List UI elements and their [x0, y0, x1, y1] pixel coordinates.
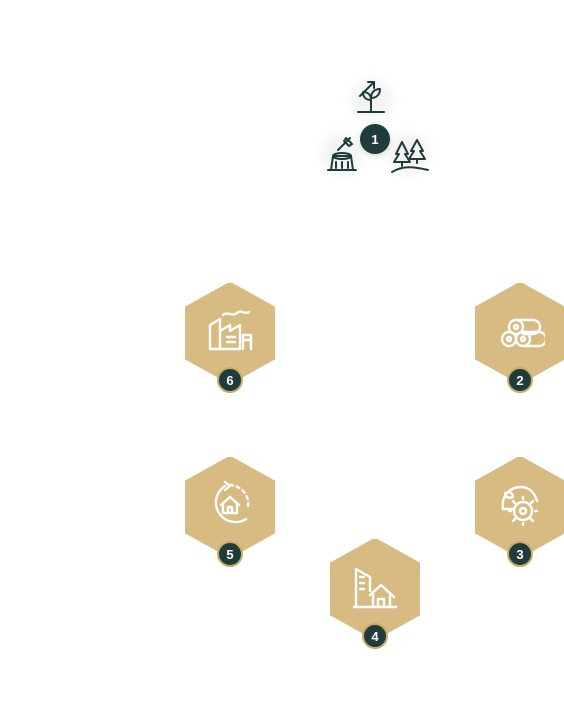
- pine-trees-icon: [391, 139, 429, 173]
- tree-stump-icon: [327, 137, 357, 171]
- step-2-badge: 2: [507, 367, 533, 393]
- step-2-hexagon: 2: [475, 283, 564, 393]
- step-1-badge: 1: [360, 124, 390, 154]
- sapling-arrow-icon: [357, 81, 385, 113]
- step-3-badge: 3: [507, 541, 533, 567]
- step-1-group: 1: [318, 72, 438, 192]
- step-6-hexagon: 6: [185, 283, 275, 393]
- recycle-home-icon: [214, 480, 250, 524]
- step-3-hexagon: 3: [475, 457, 564, 567]
- step-4-hexagon: 4: [330, 539, 420, 649]
- step-5-badge: 5: [217, 541, 243, 567]
- step-6-badge: 6: [217, 367, 243, 393]
- step-4-badge: 4: [362, 623, 388, 649]
- step-5-hexagon: 5: [185, 457, 275, 567]
- circular-saw-icon: [501, 485, 539, 527]
- log-pile-icon: [500, 318, 545, 348]
- factory-icon: [208, 310, 253, 351]
- building-house-icon: [352, 567, 398, 609]
